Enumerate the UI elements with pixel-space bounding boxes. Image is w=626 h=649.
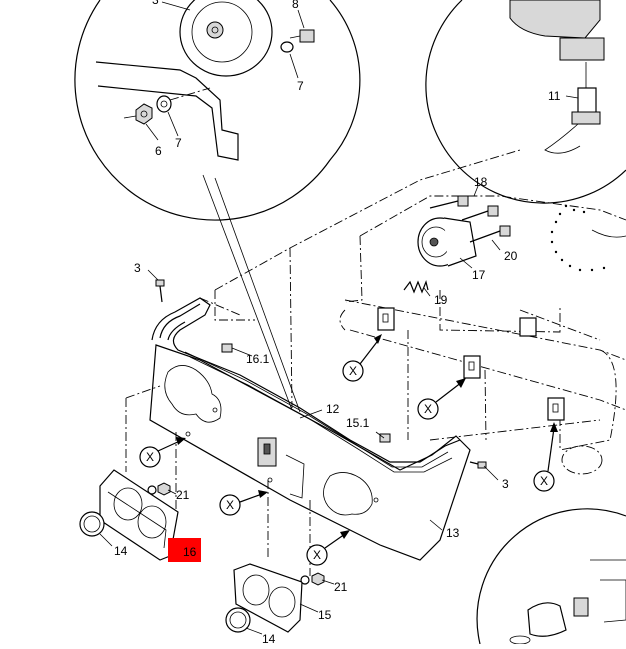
mounting-tabs (377, 307, 565, 421)
right-cutout (323, 472, 373, 516)
x-label-4: X (540, 474, 548, 488)
dotted-dial (550, 204, 626, 272)
left-cutout (164, 365, 222, 423)
callout-15-1: 15.1 (346, 416, 370, 430)
marker-x5 (219, 490, 268, 516)
assembly-markers (139, 334, 558, 566)
marker-x4 (533, 422, 558, 492)
marker-x6 (306, 530, 350, 566)
callout-7-lower: 7 (175, 136, 182, 150)
callout-18: 18 (474, 175, 488, 189)
detail-circle-switch (476, 508, 626, 645)
lens-14a (79, 511, 105, 537)
callout-8: 8 (292, 0, 299, 11)
callout-3-top: 3 (152, 0, 159, 7)
x-label-3: X (146, 450, 154, 464)
marker-x1 (342, 334, 382, 382)
callout-16-highlighted: 16 (183, 545, 197, 559)
callout-13: 13 (446, 526, 460, 540)
bumper-body (149, 279, 487, 561)
detail-circle-lamp (425, 0, 626, 204)
callout-3-left: 3 (134, 261, 141, 275)
callout-20: 20 (504, 249, 518, 263)
spring-19 (403, 280, 429, 294)
callout-11: 11 (548, 89, 561, 103)
callout-14-lower: 14 (262, 632, 276, 644)
lens-14b (225, 607, 251, 633)
callout-19: 19 (434, 293, 448, 307)
lamp-socket (577, 87, 597, 115)
callout-17: 17 (472, 268, 486, 282)
detail-circle-horn (74, 0, 361, 221)
highlight-box-16 (168, 538, 201, 562)
callout-15: 15 (318, 608, 332, 622)
horn-assembly (403, 195, 511, 294)
marker-x3 (139, 437, 186, 468)
x-label-1: X (349, 364, 357, 378)
marker-x2 (417, 378, 466, 420)
callout-21-upper: 21 (176, 488, 190, 502)
callout-7-upper: 7 (297, 79, 304, 93)
callout-3-right: 3 (502, 477, 509, 491)
callout-21-lower: 21 (334, 580, 348, 594)
x-label-5: X (226, 498, 234, 512)
callout-16-1: 16.1 (246, 352, 270, 366)
horn-body (179, 0, 273, 77)
right-lamp-housing (225, 480, 325, 633)
x-label-2: X (424, 402, 432, 416)
leader-lines (99, 1, 579, 635)
bolts-18 (429, 195, 511, 243)
callout-12: 12 (326, 402, 340, 416)
callout-14-upper: 14 (114, 544, 128, 558)
callout-6: 6 (155, 144, 162, 158)
x-label-6: X (313, 548, 321, 562)
